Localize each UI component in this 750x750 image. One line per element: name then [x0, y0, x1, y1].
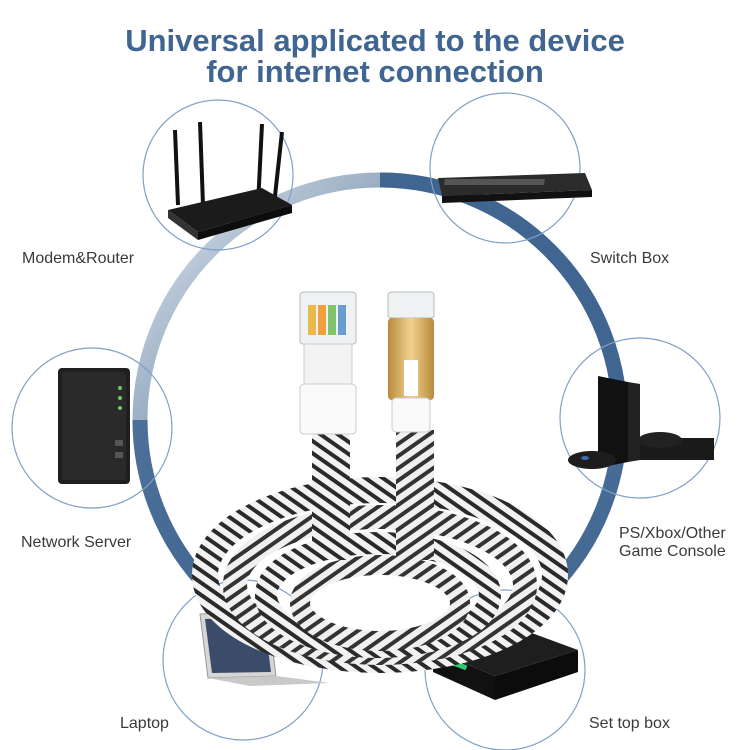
rj45-connector-right [387, 291, 435, 433]
rj45-connector-left [299, 291, 357, 435]
cable-bundle [192, 430, 568, 673]
set-top-box-label: Set top box [589, 715, 670, 732]
page-title-line2: for internet connection [206, 54, 544, 89]
switch-box-icon [438, 173, 592, 203]
router-icon [168, 121, 292, 240]
console-circle [559, 337, 721, 499]
game-console-icon [568, 376, 714, 469]
main-ring-highlight [379, 172, 628, 421]
network-server-icon [58, 368, 130, 484]
network-server-label: Network Server [21, 534, 132, 551]
router-label: Modem&Router [22, 250, 135, 267]
switch-circle [429, 92, 581, 244]
server-circle [11, 347, 173, 509]
game-console-label-line1: PS/Xbox/Other [619, 525, 726, 542]
laptop-label: Laptop [120, 715, 169, 732]
router-circle [142, 99, 294, 251]
page-title-line1: Universal applicated to the device [125, 23, 625, 58]
game-console-label-line2: Game Console [619, 543, 726, 560]
switch-box-label: Switch Box [590, 250, 670, 267]
